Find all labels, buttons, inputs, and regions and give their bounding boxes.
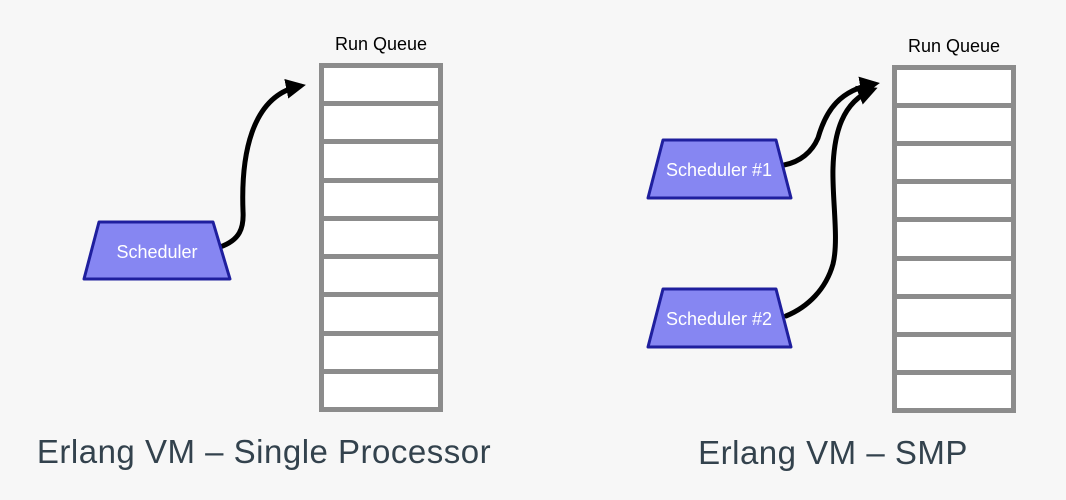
queue-cell: [324, 259, 438, 293]
scheduler1-shape: [646, 138, 793, 200]
queue-cell: [324, 335, 438, 369]
queue-cell: [324, 106, 438, 140]
scheduler-shape: [82, 220, 232, 281]
scheduler1-to-queue-arrow: [781, 76, 880, 168]
scheduler-to-queue-arrow: [217, 78, 306, 250]
run-queue: [319, 63, 443, 412]
queue-cell: [897, 70, 1011, 104]
run-queue-label: Run Queue: [334, 34, 428, 54]
queue-cell: [897, 108, 1011, 142]
diagram-caption-smp: Erlang VM – SMP: [698, 434, 968, 471]
scheduler2-shape-label: Scheduler #2: [666, 309, 772, 329]
scheduler1-shape-label: Scheduler #1: [666, 160, 772, 180]
queue-cell: [324, 373, 438, 407]
queue-cell: [324, 144, 438, 178]
queue-cell: [897, 146, 1011, 180]
diagram-caption-single-processor: Erlang VM – Single Processor: [36, 433, 492, 470]
scheduler2-to-queue-arrow: [783, 85, 878, 319]
queue-cell: [324, 297, 438, 331]
scheduler2-shape: [646, 287, 793, 349]
scheduler-shape-label: Scheduler: [116, 242, 197, 262]
queue-cell: [897, 184, 1011, 218]
queue-cell: [897, 336, 1011, 370]
run-queue: [892, 65, 1016, 413]
queue-cell: [897, 298, 1011, 332]
queue-cell: [897, 374, 1011, 408]
queue-cell: [897, 222, 1011, 256]
queue-cell: [324, 182, 438, 216]
queue-cell: [324, 220, 438, 255]
run-queue-label: Run Queue: [907, 36, 1001, 56]
queue-cell: [897, 260, 1011, 294]
queue-cell: [324, 68, 438, 102]
